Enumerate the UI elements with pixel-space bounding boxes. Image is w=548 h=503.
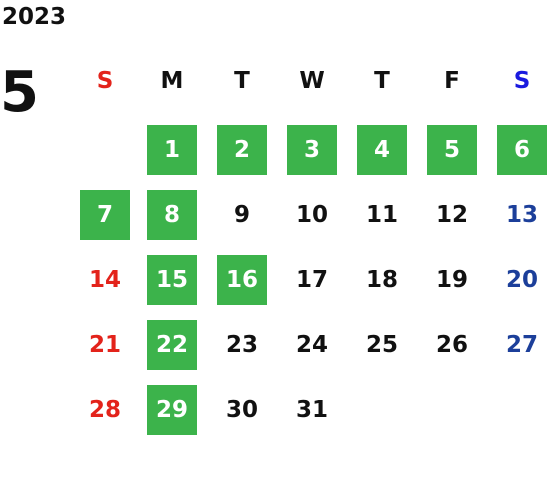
- day-cell-21[interactable]: 21: [88, 332, 121, 358]
- day-cell-30[interactable]: 30: [225, 397, 258, 423]
- weekday-mon: M: [160, 68, 184, 94]
- day-cell-2[interactable]: 2: [217, 125, 267, 175]
- day-cell-3[interactable]: 3: [287, 125, 337, 175]
- weekday-tue: T: [234, 68, 250, 94]
- day-cell-8[interactable]: 8: [147, 190, 197, 240]
- weekday-thu: T: [374, 68, 390, 94]
- day-cell-12[interactable]: 12: [435, 202, 468, 228]
- day-cell-14[interactable]: 14: [88, 267, 121, 293]
- day-cell-19[interactable]: 19: [435, 267, 468, 293]
- day-cell-31[interactable]: 31: [295, 397, 328, 423]
- day-cell-24[interactable]: 24: [295, 332, 328, 358]
- day-cell-22[interactable]: 22: [147, 320, 197, 370]
- day-cell-13[interactable]: 13: [505, 202, 538, 228]
- day-cell-27[interactable]: 27: [505, 332, 538, 358]
- calendar-year: 2023: [2, 4, 67, 30]
- weekday-sat: S: [513, 68, 531, 94]
- day-cell-5[interactable]: 5: [427, 125, 477, 175]
- day-cell-7[interactable]: 7: [80, 190, 130, 240]
- day-cell-16[interactable]: 16: [217, 255, 267, 305]
- day-cell-6[interactable]: 6: [497, 125, 547, 175]
- calendar-month: 5: [0, 60, 39, 125]
- day-cell-20[interactable]: 20: [505, 267, 538, 293]
- day-cell-10[interactable]: 10: [295, 202, 328, 228]
- day-cell-18[interactable]: 18: [365, 267, 398, 293]
- day-cell-11[interactable]: 11: [365, 202, 398, 228]
- day-cell-25[interactable]: 25: [365, 332, 398, 358]
- day-cell-9[interactable]: 9: [233, 202, 250, 228]
- weekday-fri: F: [444, 68, 460, 94]
- day-cell-23[interactable]: 23: [225, 332, 258, 358]
- day-cell-15[interactable]: 15: [147, 255, 197, 305]
- weekday-sun: S: [96, 68, 114, 94]
- weekday-wed: W: [299, 68, 325, 94]
- day-cell-29[interactable]: 29: [147, 385, 197, 435]
- day-cell-4[interactable]: 4: [357, 125, 407, 175]
- day-cell-26[interactable]: 26: [435, 332, 468, 358]
- day-cell-1[interactable]: 1: [147, 125, 197, 175]
- day-cell-28[interactable]: 28: [88, 397, 121, 423]
- day-cell-17[interactable]: 17: [295, 267, 328, 293]
